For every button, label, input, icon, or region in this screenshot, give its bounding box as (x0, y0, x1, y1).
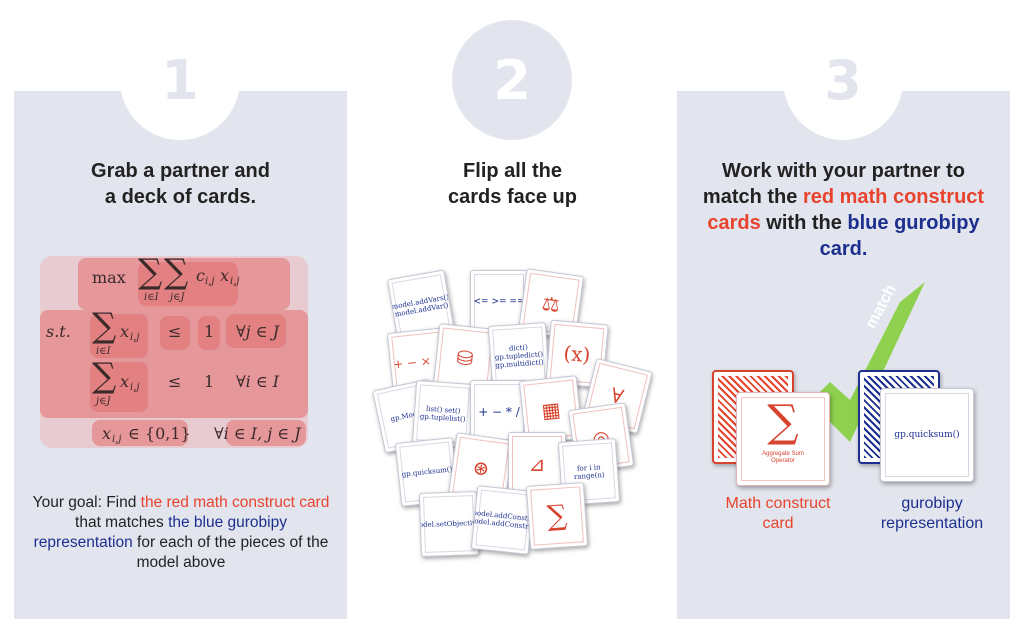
quicksum-card[interactable]: gp.quicksum() (880, 388, 974, 482)
step-3-panel (677, 91, 1010, 619)
puzzle-icon: ▦ (540, 397, 562, 423)
max-label: max (92, 268, 126, 287)
gurobipy-representation-label: gurobipy representation (880, 495, 984, 532)
step-1-number: 1 (120, 20, 240, 140)
step-2-heading: Flip all the cards face up (448, 160, 577, 208)
subject-to-label: s.t. (46, 322, 71, 341)
sigma-card[interactable]: ∑ Aggregate Sum Operator (736, 392, 830, 486)
math-construct-card-label: Math construct card (725, 495, 831, 532)
match-checkmark (810, 282, 925, 442)
step-1-heading: Grab a partner and a deck of cards. (91, 160, 270, 208)
step-3-heading: Work with your partner to match the red … (702, 160, 985, 260)
goal-text: Your goal: Find the red math construct c… (32, 494, 330, 571)
step-2-number: 2 (452, 20, 572, 140)
quicksum-text: gp.quicksum() (894, 430, 960, 440)
card-sigma[interactable]: ∑ (525, 482, 589, 550)
card-set-objective[interactable]: model.setObjective() (418, 491, 480, 557)
sigma-symbol: ∑ (767, 396, 799, 447)
step-3-number: 3 (783, 20, 903, 140)
venn-icon: ⊛ (471, 454, 491, 482)
scale-icon: ⚖ (540, 290, 562, 318)
database-icon: ⛁ (455, 345, 475, 371)
graph-icon: ⊿ (528, 452, 546, 476)
optimization-model: max ∑ i∈I ∑ j∈J c i,j x i,j s.t. ∑ i∈I x… (40, 252, 312, 448)
